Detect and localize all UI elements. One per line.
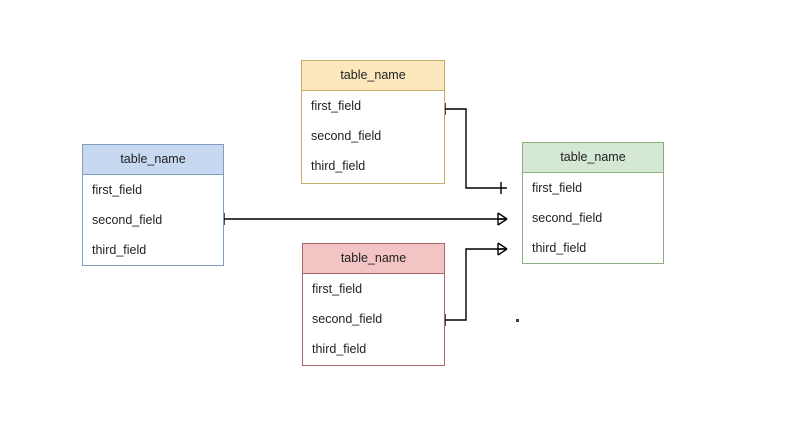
entity-body-yellow: first_field second_field third_field: [302, 91, 444, 181]
stray-dot-artifact: [516, 319, 519, 322]
entity-field-row[interactable]: second_field: [532, 211, 603, 225]
entity-field-row[interactable]: second_field: [92, 213, 163, 227]
entity-body-green: first_field second_field third_field: [523, 173, 663, 263]
crow-prong-lower: [497, 248, 508, 256]
entity-field-row[interactable]: second_field: [312, 312, 383, 326]
cardinality-marker-many-pink-to-green: [497, 242, 508, 256]
relationship-line-pink-to-green[interactable]: [445, 248, 507, 321]
entity-field-row[interactable]: third_field: [92, 243, 147, 257]
entity-field-row[interactable]: first_field: [92, 183, 143, 197]
entity-field-row[interactable]: third_field: [311, 159, 366, 173]
entity-table-yellow[interactable]: table_name first_field second_field third_f…: [301, 60, 445, 184]
entity-header-pink: table_name: [303, 244, 444, 274]
entity-table-blue[interactable]: table_name first_field second_field third_f…: [82, 144, 224, 266]
entity-header-yellow: table_name: [302, 61, 444, 91]
entity-table-pink[interactable]: table_name first_field second_field third_f…: [302, 243, 445, 366]
crow-prong-lower: [497, 218, 508, 226]
entity-body-blue: first_field second_field third_field: [83, 175, 223, 265]
entity-field-row[interactable]: first_field: [311, 99, 362, 113]
entity-field-row[interactable]: third_field: [312, 342, 367, 356]
entity-field-row[interactable]: first_field: [312, 282, 363, 296]
entity-field-row[interactable]: third_field: [532, 241, 587, 255]
crow-prong-upper: [497, 242, 508, 250]
entity-field-row[interactable]: second_field: [311, 129, 382, 143]
cardinality-marker-many-blue-to-green: [497, 212, 508, 226]
entity-field-row[interactable]: first_field: [532, 181, 583, 195]
entity-table-green[interactable]: table_name first_field second_field third_f…: [522, 142, 664, 264]
entity-header-green: table_name: [523, 143, 663, 173]
entity-body-pink: first_field second_field third_field: [303, 274, 444, 364]
relationship-line-yellow-to-green[interactable]: [445, 108, 507, 189]
crow-prong-upper: [497, 212, 508, 220]
entity-header-blue: table_name: [83, 145, 223, 175]
